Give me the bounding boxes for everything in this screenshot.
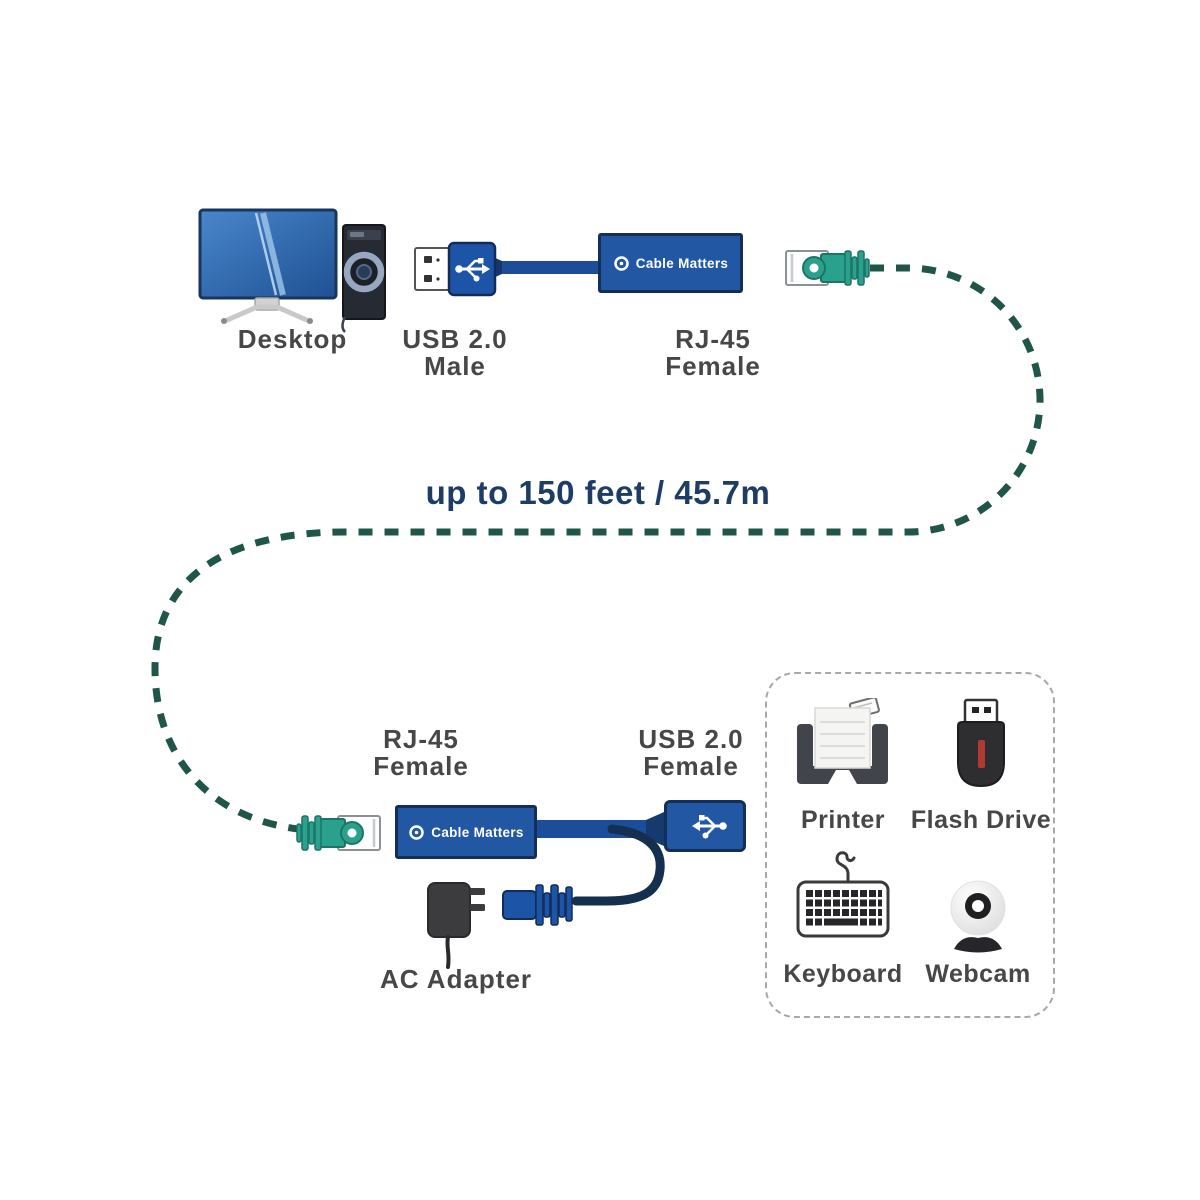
rj45-ethernet-plug-top-icon [785,250,870,286]
flash-drive-label: Flash Drive [910,806,1052,834]
peripherals-box [765,672,1055,1018]
dashed-cable-path [151,264,1044,835]
ac-wall-adapter-icon [427,882,485,969]
usb-a-male-plug-icon [414,241,605,297]
webcam-icon [950,880,1006,953]
keyboard-label: Keyboard [783,960,903,988]
cable-length-title: up to 150 feet / 45.7m [425,474,771,511]
brand-name: Cable Matters [635,255,729,271]
rj45-bottom-label-line1: RJ-45 [383,724,459,754]
rj45-top-label-line1: RJ-45 [675,324,751,354]
rj45-bottom-label-line2: Female [373,751,469,781]
keyboard-icon [796,851,890,938]
cable-matters-adapter-bottom: Cable Matters [395,805,537,859]
cable-matters-logo-icon [409,824,425,840]
ac-adapter-label: AC Adapter [380,964,533,994]
brand-name: Cable Matters [431,824,524,840]
desktop-label: Desktop [237,324,348,354]
cable-matters-logo-icon [614,255,629,271]
usb-trident-icon [455,258,490,282]
desktop-computer-icon [198,208,386,333]
power-pigtail-cable [571,824,665,906]
usb-female-label-line1: USB 2.0 [638,724,744,754]
printer-label: Printer [800,806,886,834]
printer-icon [797,698,888,784]
webcam-label: Webcam [925,960,1031,988]
usb-male-label-line1: USB 2.0 [402,324,508,354]
usb-trident-icon [692,815,727,839]
dc-barrel-plug-icon [502,884,573,926]
usb-male-label-line2: Male [424,351,486,381]
usb-female-label-line2: Female [643,751,739,781]
cable-matters-adapter-top: Cable Matters [598,233,743,293]
rj45-top-label-line2: Female [665,351,761,381]
flash-drive-icon [957,698,1005,788]
usb-a-female-port-icon [664,800,746,852]
rj45-ethernet-plug-bottom-icon [296,815,381,851]
